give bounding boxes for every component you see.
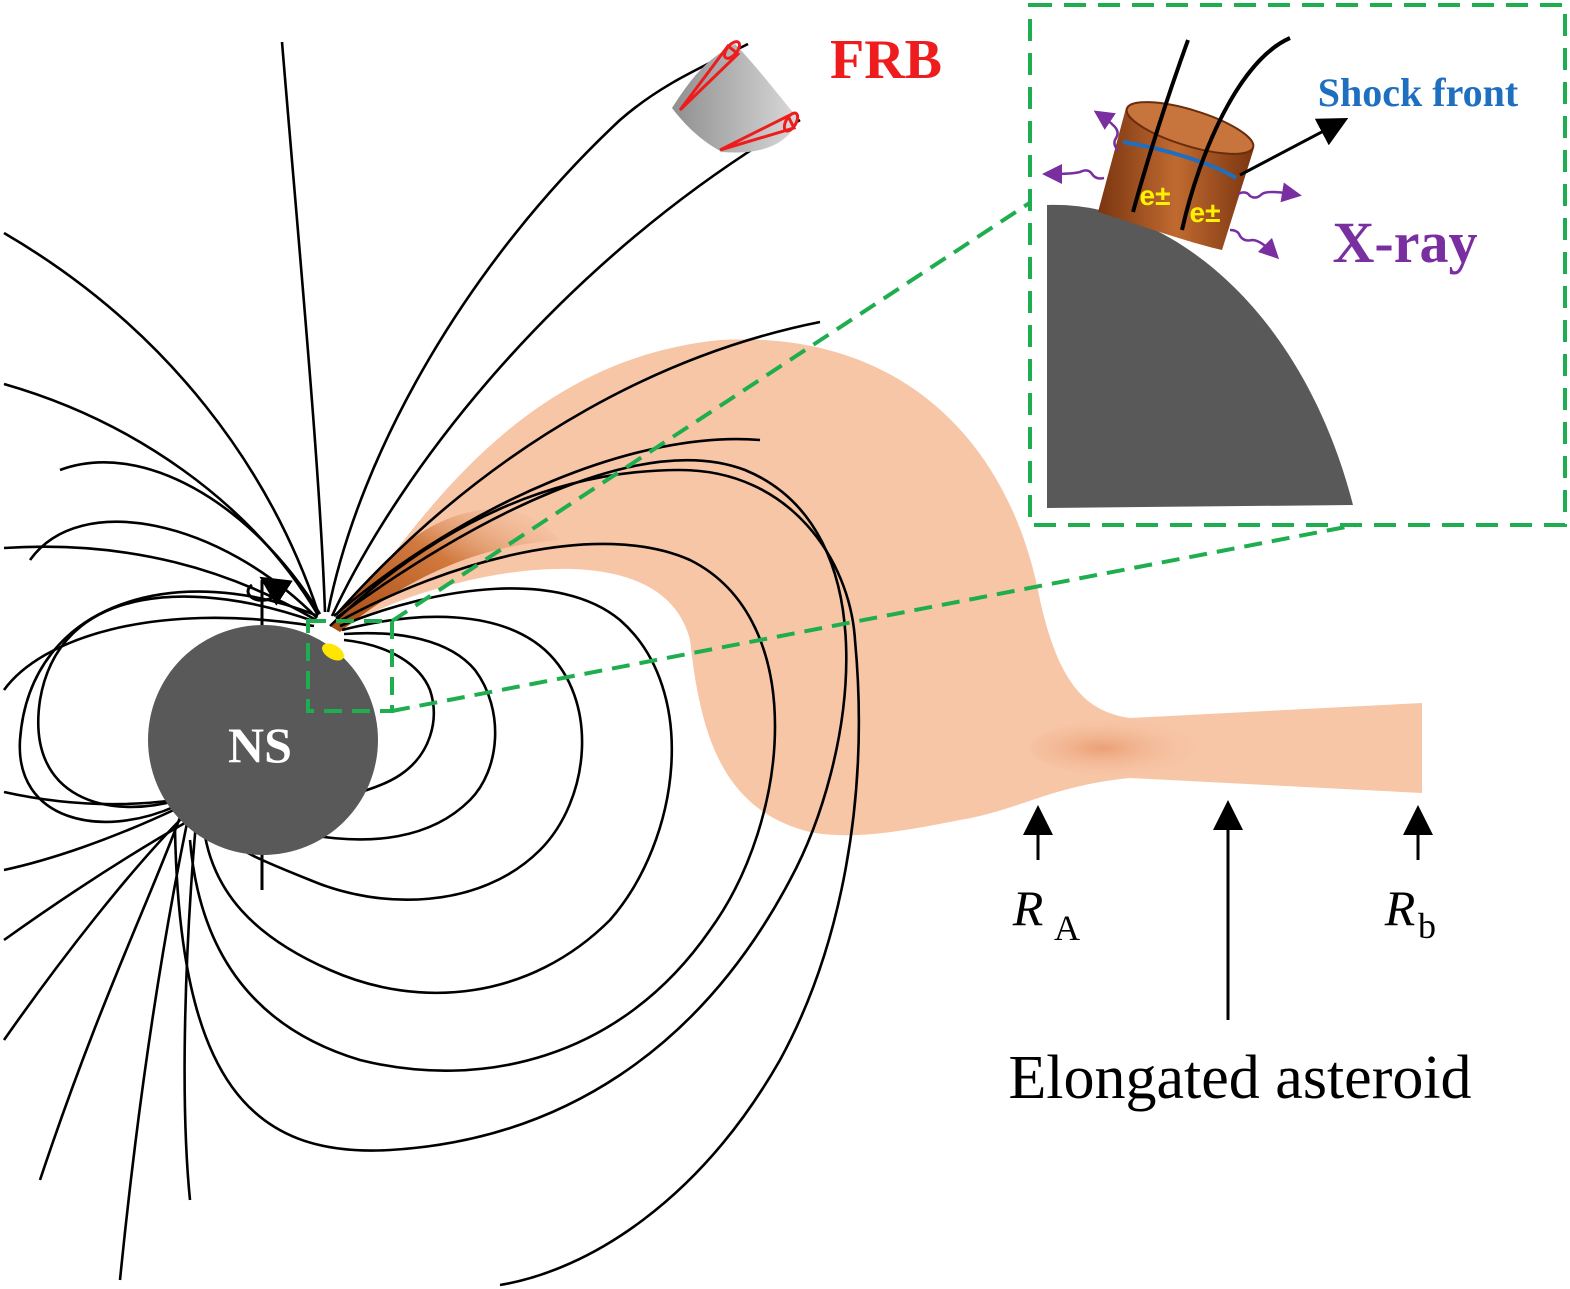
frb-beam: FRB [672,29,942,153]
pair-label-2: e± [1190,197,1221,228]
rb-label-sub: b [1418,906,1436,946]
magnetic-field-lines [2,41,861,1287]
rotation-arrow-icon [246,576,293,606]
hotspot [322,643,344,661]
xray-photons [1042,110,1302,260]
ra-label-main: R [1012,880,1044,936]
neutron-star: NS [148,576,378,890]
radius-markers: R A R b Elongated asteroid [1008,800,1472,1112]
asteroid-stream [330,339,1422,836]
accretion-column [1098,101,1255,250]
inset-star-surface [1047,204,1353,509]
zoom-source-box [306,619,394,713]
pair-label-1: e± [1140,180,1171,211]
ns-label: NS [228,717,292,773]
shock-front-label: Shock front [1318,70,1519,115]
shock-pointer-arrow [1239,118,1349,177]
frb-label: FRB [830,29,942,91]
zoom-guide [306,198,1357,713]
asteroid-label: Elongated asteroid [1008,1044,1471,1112]
xray-label: X-ray [1333,210,1478,275]
inset-panel: e± e± Shock front X-ray [1028,3,1567,527]
rb-label-main: R [1384,880,1416,936]
ra-label-sub: A [1054,908,1080,948]
shock-front-curve [1122,140,1238,180]
